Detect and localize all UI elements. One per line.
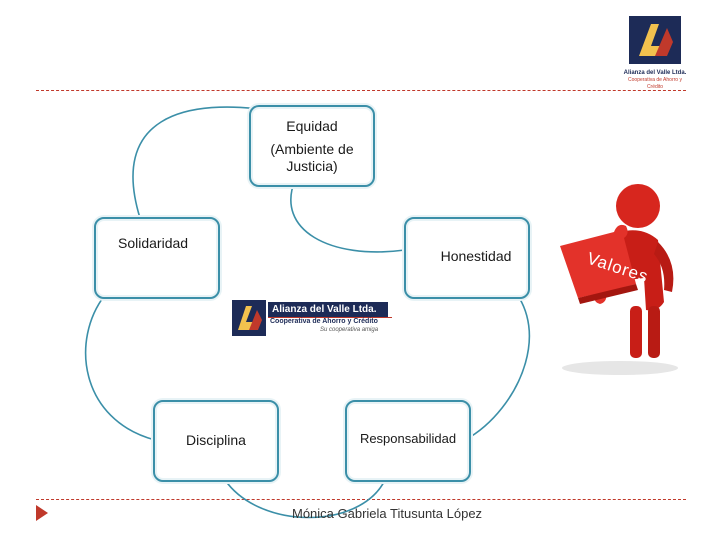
node-solidaridad: Solidaridad — [94, 217, 220, 299]
center-logo-rule — [268, 317, 392, 318]
connector-responsabilidad-disciplina — [224, 479, 386, 519]
connector-solidaridad-equidad — [132, 105, 282, 219]
brand-logo-text: Alianza del Valle Ltda. Cooperativa de A… — [623, 70, 687, 90]
bottom-divider — [36, 499, 686, 500]
node-responsabilidad-label: Responsabilidad — [359, 431, 457, 446]
center-logo: Alianza del Valle Ltda. Cooperativa de A… — [232, 300, 392, 340]
node-equidad: Equidad (Ambiente de Justicia) — [249, 105, 375, 187]
node-honestidad-label: Honestidad — [440, 248, 512, 264]
node-equidad-title: Equidad — [286, 117, 338, 134]
node-solidaridad-label: Solidaridad — [118, 234, 189, 251]
top-divider — [36, 90, 686, 91]
center-logo-subtitle: Cooperativa de Ahorro y Crédito — [270, 318, 378, 325]
center-logo-tagline: Su cooperativa amiga — [320, 327, 379, 333]
connector-honestidad-equidad — [287, 178, 406, 253]
node-equidad-line3: Justicia) — [286, 157, 338, 174]
footer-author: Mónica Gabriela Titusunta López — [292, 506, 483, 521]
node-disciplina: Disciplina — [153, 400, 279, 482]
center-logo-icon — [232, 300, 266, 336]
node-equidad-line2: (Ambiente de — [270, 140, 354, 157]
node-disciplina-label: Disciplina — [186, 432, 246, 448]
connector-honestidad-responsabilidad — [464, 274, 531, 441]
node-responsabilidad: Responsabilidad — [345, 400, 471, 482]
figure-holding-puzzle-icon: Valores — [554, 182, 684, 378]
brand-logo-icon — [629, 16, 681, 64]
node-honestidad: Honestidad — [404, 217, 530, 299]
connector-disciplina-solidaridad — [84, 294, 156, 441]
slide-bullet-icon — [36, 505, 48, 521]
center-logo-name: Alianza del Valle Ltda. — [268, 302, 388, 317]
